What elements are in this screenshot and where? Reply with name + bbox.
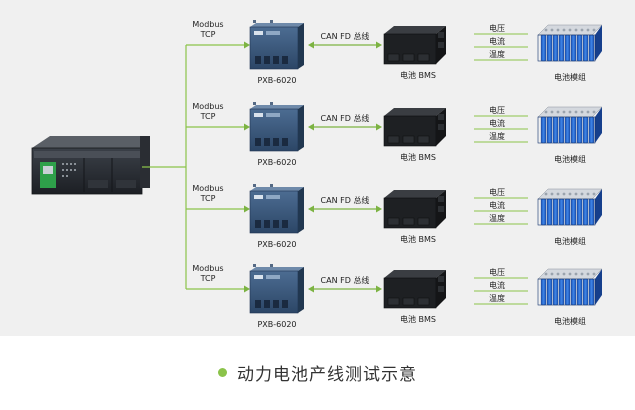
signal-label-3: 温度 [489, 131, 505, 141]
arrow-head [308, 285, 314, 293]
bms-label: 电池 BMS [400, 70, 436, 80]
bms-label: 电池 BMS [400, 234, 436, 244]
battery-module-icon [537, 188, 603, 226]
bms-label: 电池 BMS [400, 152, 436, 162]
battery-bms-icon [383, 270, 446, 309]
bus-label: CAN FD 总线 [321, 113, 370, 123]
pxb-gateway-device-icon [249, 20, 304, 70]
signal-label-2: 电流 [489, 280, 505, 290]
battery-module-icon [537, 106, 603, 144]
caption-bullet-dot [218, 367, 227, 377]
pxb-gateway-device-icon [249, 102, 304, 152]
protocol-label-line1: Modbus [192, 20, 223, 29]
module-label: 电池模组 [554, 236, 586, 246]
battery-bms-icon [383, 26, 446, 65]
bus-label: CAN FD 总线 [321, 195, 370, 205]
signal-label-2: 电流 [489, 36, 505, 46]
gateway-label: PXB-6020 [257, 158, 296, 167]
figure-caption: 动力电池产线测试示意 [0, 352, 635, 392]
caption-text: 动力电池产线测试示意 [237, 364, 417, 385]
protocol-label-line2: TCP [200, 194, 216, 203]
protocol-label-line1: Modbus [192, 102, 223, 111]
signal-label-2: 电流 [489, 118, 505, 128]
arrow-head [244, 205, 250, 213]
arrow-head [244, 285, 250, 293]
arrow-head [308, 41, 314, 49]
protocol-label-line1: Modbus [192, 184, 223, 193]
battery-bms-icon [383, 190, 446, 229]
bus-label: CAN FD 总线 [321, 31, 370, 41]
plc-controller-icon [31, 136, 150, 195]
battery-bms-icon [383, 108, 446, 147]
battery-module-icon [537, 268, 603, 306]
arrow-head [376, 205, 382, 213]
protocol-label-line2: TCP [200, 30, 216, 39]
protocol-label-line2: TCP [200, 112, 216, 121]
signal-label-3: 温度 [489, 49, 505, 59]
signal-label-3: 温度 [489, 293, 505, 303]
trunk-lines [142, 45, 187, 289]
module-label: 电池模组 [554, 316, 586, 326]
signal-label-1: 电压 [489, 105, 505, 115]
module-label: 电池模组 [554, 154, 586, 164]
arrow-head [376, 41, 382, 49]
battery-module-icon [537, 24, 603, 62]
signal-label-1: 电压 [489, 187, 505, 197]
arrow-head [244, 41, 250, 49]
signal-label-1: 电压 [489, 267, 505, 277]
protocol-label-line1: Modbus [192, 264, 223, 273]
module-label: 电池模组 [554, 72, 586, 82]
signal-label-3: 温度 [489, 213, 505, 223]
arrow-head [376, 123, 382, 131]
bus-label: CAN FD 总线 [321, 275, 370, 285]
gateway-label: PXB-6020 [257, 320, 296, 329]
signal-label-2: 电流 [489, 200, 505, 210]
arrow-head [308, 205, 314, 213]
arrow-head [376, 285, 382, 293]
signal-label-1: 电压 [489, 23, 505, 33]
pxb-gateway-device-icon [249, 264, 304, 314]
protocol-label-line2: TCP [200, 274, 216, 283]
pxb-gateway-device-icon [249, 184, 304, 234]
gateway-label: PXB-6020 [257, 240, 296, 249]
bms-label: 电池 BMS [400, 314, 436, 324]
gateway-label: PXB-6020 [257, 76, 296, 85]
arrow-head [244, 123, 250, 131]
arrow-head [308, 123, 314, 131]
